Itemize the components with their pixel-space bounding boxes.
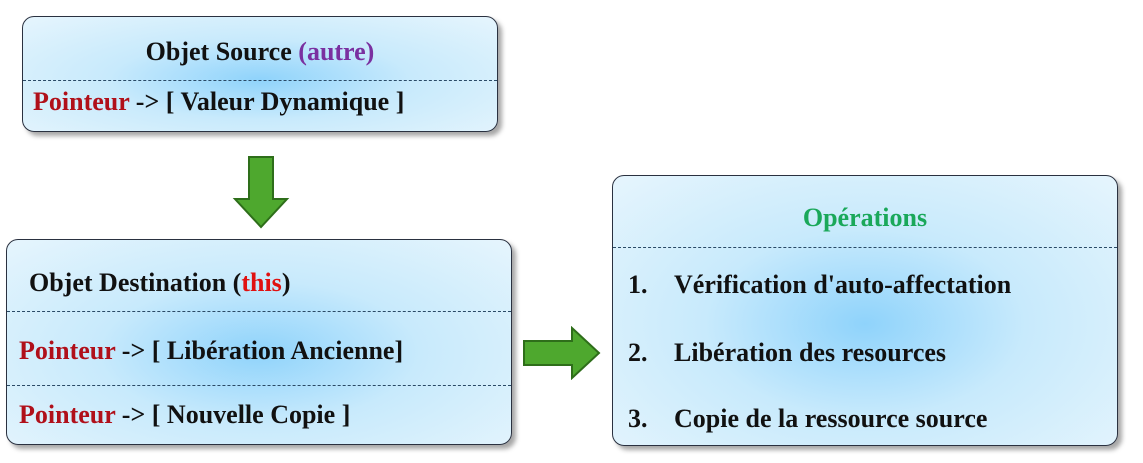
operation-text: Copie de la ressource source: [674, 404, 988, 433]
operation-number: 3.: [628, 404, 648, 433]
pointer-label: Pointeur: [19, 400, 116, 429]
pointer-value: -> [ Libération Ancienne]: [121, 336, 404, 365]
destination-title-label: Objet Destination: [29, 268, 227, 297]
source-title-label: Objet Source: [145, 37, 292, 66]
operation-text: Vérification d'auto-affectation: [674, 270, 1012, 299]
pointer-label: Pointeur: [33, 87, 130, 116]
source-object-box: Objet Source (autre) Pointeur -> [ Valeu…: [22, 16, 498, 132]
destination-title-open: (: [232, 268, 242, 297]
operations-divider: [613, 247, 1117, 248]
destination-divider-2: [7, 385, 511, 386]
down-arrow-icon: [232, 156, 290, 229]
source-title-tag: (autre): [298, 37, 375, 66]
pointer-label: Pointeur: [19, 336, 116, 365]
operation-number: 1.: [628, 270, 648, 299]
destination-title-close: ): [281, 268, 291, 297]
destination-object-box: Objet Destination (this) Pointeur -> [ L…: [6, 239, 512, 445]
operation-number: 2.: [628, 338, 648, 367]
destination-divider-1: [7, 311, 511, 312]
source-title: Objet Source (autre): [23, 37, 497, 67]
pointer-value: -> [ Valeur Dynamique ]: [135, 87, 405, 116]
operation-item-3: 3. Copie de la ressource source: [628, 404, 1117, 434]
destination-title-tag: this: [241, 268, 282, 297]
operation-item-2: 2. Libération des resources: [628, 338, 1117, 368]
operations-title: Opérations: [802, 203, 928, 232]
pointer-value: -> [ Nouvelle Copie ]: [121, 400, 351, 429]
destination-pointer-row-1: Pointeur -> [ Libération Ancienne]: [19, 336, 511, 366]
operation-text: Libération des resources: [674, 338, 947, 367]
destination-pointer-row-2: Pointeur -> [ Nouvelle Copie ]: [19, 400, 511, 430]
right-arrow-icon: [523, 326, 601, 380]
operation-item-1: 1. Vérification d'auto-affectation: [628, 270, 1117, 300]
source-pointer-row: Pointeur -> [ Valeur Dynamique ]: [33, 87, 497, 117]
source-divider: [23, 80, 497, 81]
operations-box: Opérations 1. Vérification d'auto-affecta…: [612, 175, 1118, 446]
destination-title: Objet Destination (this): [29, 268, 511, 298]
